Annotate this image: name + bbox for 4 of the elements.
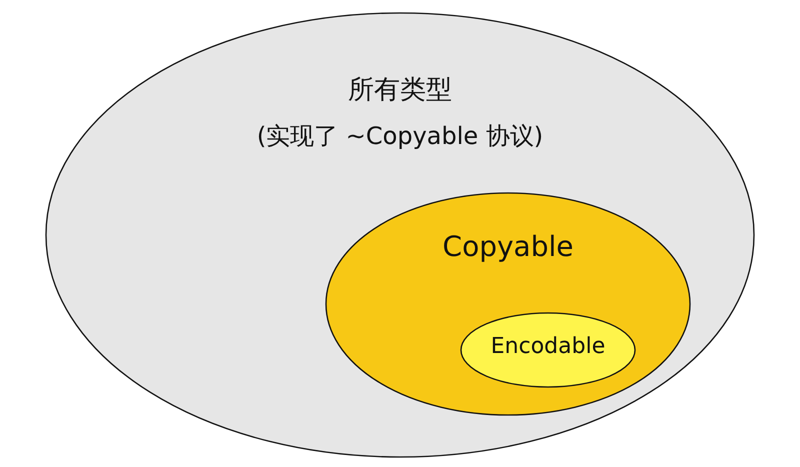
- set-description: (实现了 ~Copyable 协议): [256, 121, 544, 152]
- set-label: Encodable: [490, 334, 606, 359]
- set-label: Copyable: [442, 230, 574, 263]
- set-label: 所有类型: [347, 74, 453, 107]
